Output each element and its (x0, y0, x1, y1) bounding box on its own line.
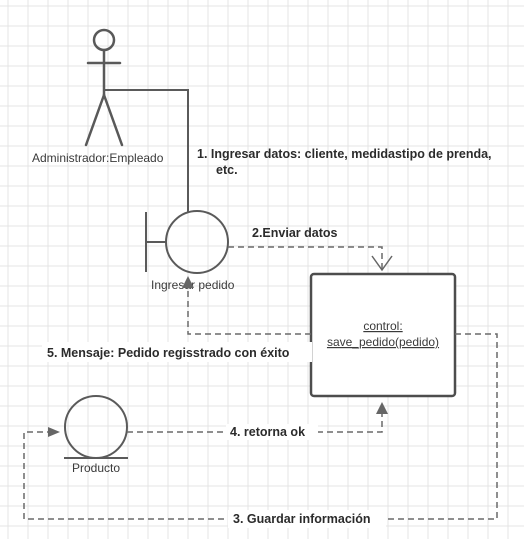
entity-label: Producto (72, 461, 120, 475)
message-5-label-bg (42, 342, 312, 362)
actor-head (92, 28, 116, 52)
message-1-line2: etc. (216, 163, 238, 177)
message-5-arrowhead (182, 276, 194, 288)
entity-circle (64, 395, 128, 459)
actor-label: Administrador:Empleado (32, 151, 164, 165)
boundary-label: Ingresar pedido (151, 278, 235, 292)
message-4-label-bg (226, 424, 318, 440)
message-4-label: 4. retorna ok (230, 425, 305, 439)
message-3-arrowhead (48, 427, 60, 437)
link-actor-boundary (104, 89, 189, 212)
actor-left-leg (84, 93, 106, 147)
message-4-arrowhead (376, 402, 388, 414)
message-2-arrowhead (371, 255, 393, 272)
control-box (309, 272, 457, 398)
actor-administrador[interactable]: Administrador:Empleado (32, 28, 164, 165)
control-line2: save_pedido(pedido) (327, 335, 439, 349)
message-3-label: 3. Guardar información (233, 512, 371, 526)
boundary-ingresar-pedido[interactable]: Ingresar pedido (145, 210, 235, 292)
message-5-arrow (187, 280, 311, 335)
actor-right-leg (102, 93, 124, 147)
entity-producto[interactable]: Producto (64, 395, 128, 475)
control-save-pedido[interactable]: control: save_pedido(pedido) (309, 272, 457, 398)
message-5-label: 5. Mensaje: Pedido regisstrado con éxito (47, 346, 290, 360)
control-line1: control: (363, 319, 402, 333)
message-3-label-bg (228, 510, 386, 528)
boundary-circle (165, 210, 229, 274)
message-2-arrow (228, 246, 383, 270)
message-2-label: 2.Enviar datos (252, 226, 337, 240)
message-1-line1: 1. Ingresar datos: cliente, medidastipo … (197, 147, 492, 161)
message-4-arrow (127, 408, 383, 433)
